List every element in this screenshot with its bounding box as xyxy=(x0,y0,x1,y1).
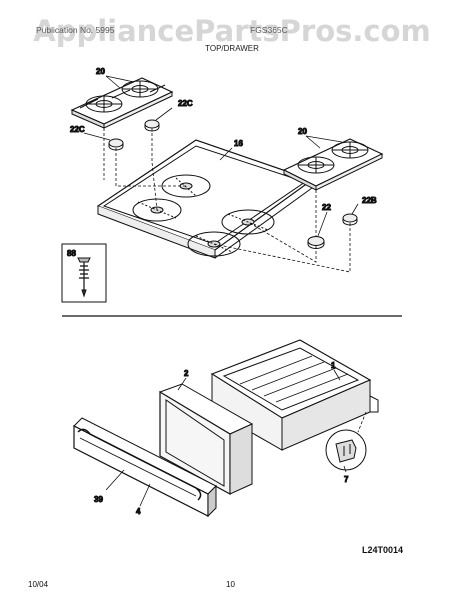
label-22: 22 xyxy=(322,203,331,212)
label-88: 88 xyxy=(67,249,76,258)
grate-left xyxy=(70,77,174,129)
cooktop xyxy=(96,139,314,259)
assembly-lines xyxy=(103,128,351,273)
label-7: 7 xyxy=(344,475,349,484)
header-model: FGS365C xyxy=(250,25,288,35)
drawer-panel xyxy=(158,383,254,496)
burner-cap-22 xyxy=(307,236,325,249)
header-publication: Publication No. 5995 xyxy=(36,25,115,35)
footer-date: 10/04 xyxy=(28,580,49,589)
diagram-code: L24T0014 xyxy=(362,545,404,555)
label-4: 4 xyxy=(136,507,141,516)
label-22c-left: 22C xyxy=(70,125,85,134)
orifice-detail-box xyxy=(61,243,107,303)
label-22b: 22B xyxy=(362,196,377,205)
drawer-body xyxy=(210,339,379,451)
footer-page-number: 10 xyxy=(226,580,235,589)
grate-right xyxy=(282,138,384,191)
label-16: 16 xyxy=(234,139,243,148)
label-20-left: 20 xyxy=(96,67,105,76)
section-title: TOP/DRAWER xyxy=(205,44,259,53)
label-1: 1 xyxy=(331,361,336,370)
watermark: AppliancePartsPros.com xyxy=(33,14,431,48)
label-22c-right: 22C xyxy=(178,99,193,108)
label-2: 2 xyxy=(184,369,189,378)
drawer-front xyxy=(73,417,217,518)
label-20-right: 20 xyxy=(298,127,307,136)
drawer-clip-detail xyxy=(325,411,367,471)
leader-lines xyxy=(83,75,359,507)
label-39: 39 xyxy=(94,495,103,504)
